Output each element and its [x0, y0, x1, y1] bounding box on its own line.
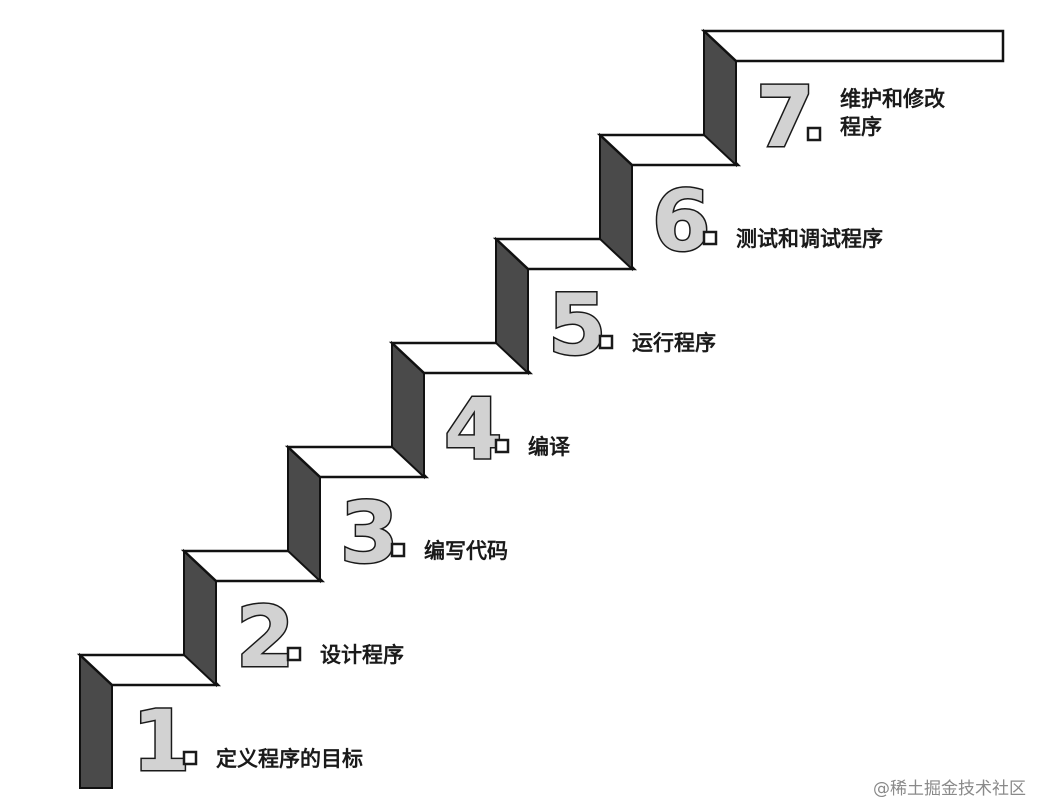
stair-tread-2 — [180, 549, 326, 583]
stair-tread-3 — [284, 445, 430, 479]
step-number-5: 5 — [548, 276, 606, 374]
step-marker-3 — [390, 542, 406, 558]
step-marker-7 — [806, 126, 822, 142]
step-label-3: 编写代码 — [424, 539, 508, 563]
step-number-7: 7 — [756, 68, 814, 166]
stair-tread-5 — [492, 237, 638, 271]
step-label-5: 运行程序 — [632, 331, 716, 355]
stair-tread-6 — [596, 133, 742, 167]
step-label-7-line-2: 程序 — [840, 115, 882, 139]
step-number-6: 6 — [652, 172, 710, 270]
step-marker-1 — [182, 750, 198, 766]
step-marker-6 — [702, 230, 718, 246]
step-label-6: 测试和调试程序 — [736, 227, 883, 251]
stair-tread-1 — [76, 653, 222, 687]
step-label-1: 定义程序的目标 — [216, 747, 363, 771]
stair-tread-7 — [700, 29, 1005, 63]
step-marker-2 — [286, 646, 302, 662]
step-labels: 1 定义程序的目标 2 设计程序 3 编写代码 4 编译 5 运行程序 6 测试和调试程序 7 维护和修改… — [131, 67, 946, 792]
step-marker-4 — [494, 438, 510, 454]
step-marker-5 — [598, 334, 614, 350]
step-label-2: 设计程序 — [320, 643, 404, 667]
stair-tread-4 — [388, 341, 534, 375]
step-number-4: 4 — [444, 380, 502, 478]
step-number-2: 2 — [236, 588, 294, 686]
staircase-shapes — [76, 28, 1005, 789]
step-number-3: 3 — [340, 484, 398, 582]
step-label-7-line-1: 维护和修改 — [840, 87, 946, 111]
step-number-1: 1 — [132, 692, 190, 790]
step-label-4: 编译 — [528, 435, 571, 459]
watermark-text: @稀土掘金技术社区 — [873, 779, 1026, 800]
